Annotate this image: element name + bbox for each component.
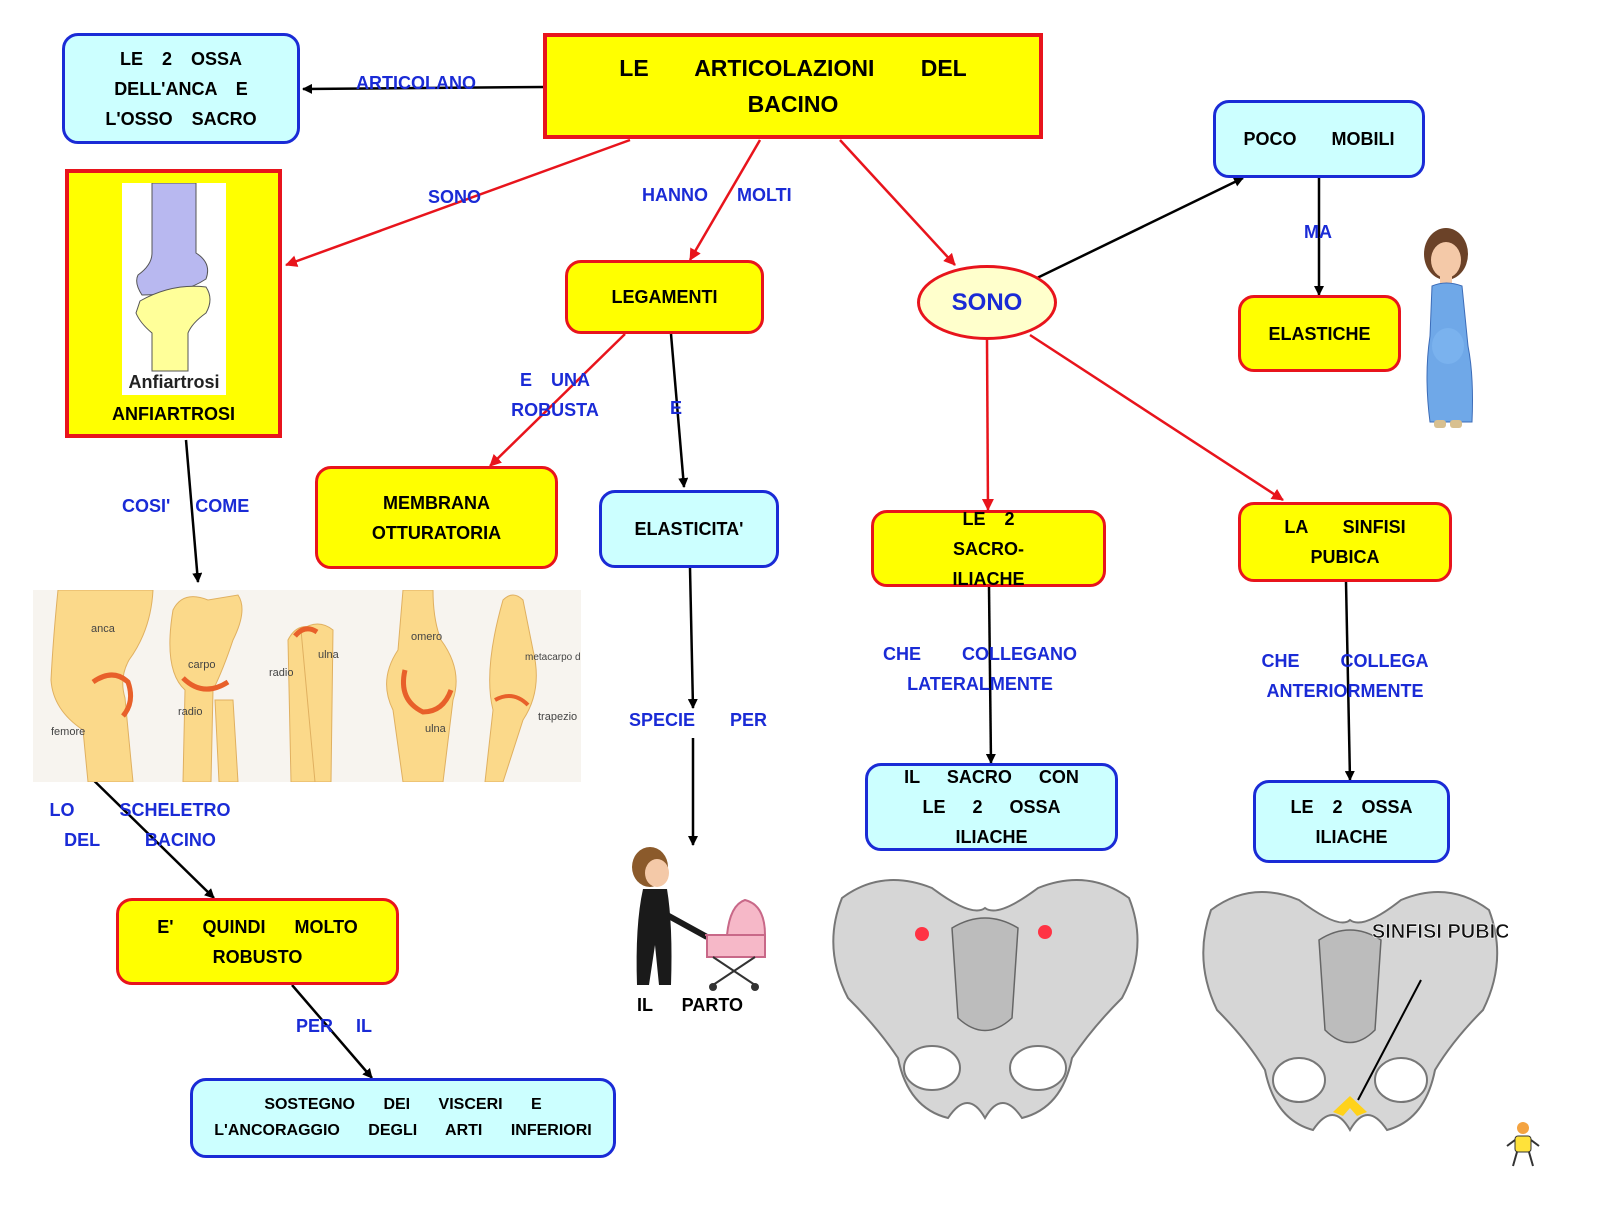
- label-per-il: PER IL: [296, 1016, 373, 1036]
- membrana-node: MEMBRANA OTTURATORIA: [315, 466, 558, 569]
- label-cosi-come: COSI' COME: [122, 496, 250, 516]
- title-text: LE ARTICOLAZIONI DEL BACINO: [619, 55, 967, 117]
- ossa-iliache-text: LE 2 OSSA ILIACHE: [1290, 796, 1413, 847]
- ossa-anca-text: LE 2 OSSA DELL'ANCA E L'OSSO SACRO: [105, 48, 257, 129]
- pelvis-sacroiliac-illustration: [832, 879, 1139, 1121]
- pelvis-label-sinfisi: SINFISI PUBICA: [1372, 921, 1508, 943]
- arrow-sinfisi-to-ossa-iliache: [1344, 581, 1355, 781]
- label-e-una-robusta: E UNA ROBUSTA: [511, 370, 599, 420]
- arrow-elasticita-to-specie: [687, 567, 698, 709]
- joints-label-radio-1: radio: [178, 706, 202, 718]
- anfiartrosi-text: ANFIARTROSI: [112, 404, 235, 424]
- sinfisi-text: LA SINFISI PUBICA: [1284, 517, 1406, 567]
- label-specie-per: SPECIE PER: [629, 710, 768, 730]
- poco-mobili-text: POCO MOBILI: [1243, 129, 1395, 149]
- sacro-ossa-node: IL SACRO CON LE 2 OSSA ILIACHE: [865, 763, 1118, 851]
- sostegno-node: SOSTEGNO DEI VISCERI E L'ANCORAGGIO DEGL…: [190, 1078, 616, 1158]
- poco-mobili-node: POCO MOBILI: [1213, 100, 1425, 178]
- joints-label-metacarpo: metacarpo del pollice: [525, 652, 581, 663]
- joints-label-radio-2: radio: [269, 667, 293, 679]
- arrow-sacro-iliache-to-ossa: [985, 586, 996, 764]
- sacroiliac-marker-left: [915, 927, 929, 941]
- joints-illustration: anca femore carpo radio radio ulna omero…: [33, 590, 581, 782]
- arrow-anfiartrosi-to-joints: [184, 439, 203, 583]
- sacro-iliache-node: LE 2 SACRO-ILIACHE: [871, 509, 1106, 589]
- joints-label-trapezio: trapezio: [538, 711, 577, 723]
- sacro-iliache-text: LE 2 SACRO-ILIACHE: [952, 508, 1025, 589]
- arrow-title-to-anfiartrosi: [285, 138, 631, 267]
- joints-label-omero: omero: [411, 631, 442, 643]
- arrow-title-to-legamenti: [688, 139, 762, 261]
- label-che-collega: CHE COLLEGA ANTERIORMENTE: [1261, 651, 1429, 701]
- title-node: LE ARTICOLAZIONI DEL BACINO: [543, 33, 1043, 139]
- arrow-joints-to-robusto: [77, 764, 215, 899]
- robusto-node: E' QUINDI MOLTO ROBUSTO: [116, 898, 399, 985]
- arrow-legamenti-to-elasticita: [669, 333, 689, 488]
- pregnant-woman-figure: [1424, 228, 1473, 428]
- elastiche-node: ELASTICHE: [1238, 295, 1401, 372]
- elasticita-node: ELASTICITA': [599, 490, 779, 568]
- anfiartrosi-joint-icon: Anfiartrosi: [121, 183, 226, 395]
- joints-label-carpo: carpo: [188, 659, 216, 671]
- label-che-collegano: CHE COLLEGANO LATERALMENTE: [882, 644, 1077, 694]
- joints-label-anca: anca: [91, 623, 116, 635]
- joints-label-ulna-1: ulna: [318, 649, 340, 661]
- mascot-icon: [1506, 1122, 1540, 1167]
- label-e: E: [670, 398, 683, 418]
- parto-text: IL PARTO: [636, 995, 743, 1015]
- arrow-sono-to-sinfisi: [1029, 333, 1284, 502]
- label-scheletro: LO SCHELETRO DEL BACINO: [49, 800, 231, 850]
- joints-label-femore: femore: [51, 726, 85, 738]
- legamenti-node: LEGAMENTI: [565, 260, 764, 334]
- sostegno-text: SOSTEGNO DEI VISCERI E L'ANCORAGGIO DEGL…: [214, 1096, 592, 1139]
- arrow-title-to-sono: [839, 139, 956, 266]
- label-ma: MA: [1304, 222, 1332, 242]
- woman-with-pram-figure: [632, 847, 767, 991]
- label-sono: SONO: [428, 187, 482, 207]
- sono-node: SONO: [917, 265, 1057, 340]
- elasticita-text: ELASTICITA': [634, 519, 744, 539]
- sinfisi-node: LA SINFISI PUBICA: [1238, 502, 1452, 582]
- arrow-sono-to-poco-mobili: [1036, 176, 1244, 280]
- sacro-ossa-text: IL SACRO CON LE 2 OSSA ILIACHE: [904, 767, 1079, 847]
- arrow-legamenti-to-membrana: [489, 333, 626, 467]
- joints-label-ulna-2: ulna: [425, 723, 447, 735]
- label-hanno-molti: HANNO MOLTI: [642, 185, 792, 205]
- anfiartrosi-node: Anfiartrosi ANFIARTROSI: [65, 169, 282, 438]
- parto-node: IL PARTO: [620, 990, 760, 1020]
- legamenti-text: LEGAMENTI: [611, 287, 718, 307]
- arrow-sono-to-sacro-iliache: [981, 339, 994, 511]
- arrow-title-to-ossa: [302, 83, 546, 94]
- anfiartrosi-caption: Anfiartrosi: [128, 372, 219, 392]
- sono-text: SONO: [951, 288, 1023, 316]
- arrow-robusto-to-sostegno: [291, 984, 373, 1079]
- elastiche-text: ELASTICHE: [1268, 323, 1371, 344]
- ossa-iliache-node: LE 2 OSSA ILIACHE: [1253, 780, 1450, 863]
- sacroiliac-marker-right: [1038, 925, 1052, 939]
- label-articolano: ARTICOLANO: [356, 73, 476, 93]
- pelvis-symphysis-illustration: SINFISI PUBICA: [1202, 891, 1508, 1133]
- membrana-text: MEMBRANA OTTURATORIA: [371, 492, 502, 543]
- ossa-anca-node: LE 2 OSSA DELL'ANCA E L'OSSO SACRO: [62, 33, 300, 144]
- robusto-text: E' QUINDI MOLTO ROBUSTO: [157, 916, 358, 967]
